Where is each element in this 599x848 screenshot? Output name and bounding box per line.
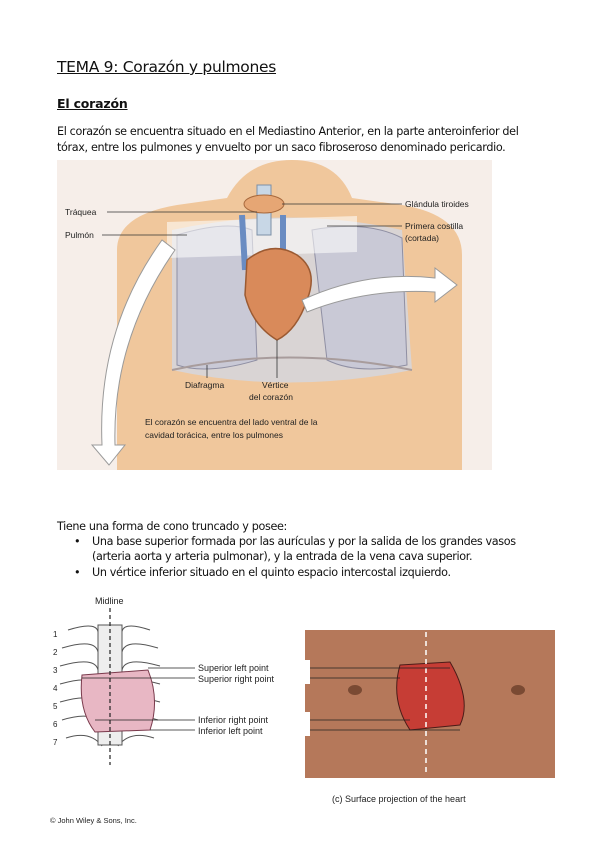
label-thyroid: Glándula tiroides xyxy=(405,199,469,209)
rib-number: 4 xyxy=(53,684,58,693)
label-lung: Pulmón xyxy=(65,230,94,240)
list-item: • Una base superior formada por las aurí… xyxy=(57,534,527,565)
figure1-caption-line1: El corazón se encuentra del lado ventral… xyxy=(145,417,318,427)
figure1-caption-line2: cavidad torácica, entre los pulmones xyxy=(145,430,283,440)
rib-number: 1 xyxy=(53,630,58,639)
intro-paragraph: El corazón se encuentra situado en el Me… xyxy=(57,125,519,154)
rib-number: 2 xyxy=(53,648,58,657)
label-superior-left-point: Superior left point xyxy=(198,663,269,673)
label-diaphragm: Diafragma xyxy=(185,380,224,390)
list-item-text: Una base superior formada por las aurícu… xyxy=(92,535,516,564)
shape-intro: Tiene una forma de cono truncado y posee… xyxy=(57,520,287,533)
label-first-rib-note: (cortada) xyxy=(405,233,439,243)
label-inferior-left-point: Inferior left point xyxy=(198,726,263,736)
page-title: TEMA 9: Corazón y pulmones xyxy=(57,58,277,76)
list-item-text: Un vértice inferior situado en el quinto… xyxy=(92,565,451,579)
rib-number: 3 xyxy=(53,666,58,675)
bullet-marker: • xyxy=(74,565,81,579)
rib-number: 5 xyxy=(53,702,58,711)
label-apex-line1: Vértice xyxy=(262,380,289,390)
rib-number: 6 xyxy=(53,720,58,729)
copyright-note: © John Wiley & Sons, Inc. xyxy=(50,816,137,825)
bullet-marker: • xyxy=(74,535,81,548)
label-apex-line2: del corazón xyxy=(249,392,293,402)
label-inferior-right-point: Inferior right point xyxy=(198,715,269,725)
section-heading: El corazón xyxy=(57,96,128,111)
label-superior-right-point: Superior right point xyxy=(198,674,275,684)
thorax-illustration: Tráquea Pulmón Glándula tiroides Primera… xyxy=(57,160,492,470)
label-first-rib: Primera costilla xyxy=(405,221,463,231)
midline-label: Midline xyxy=(95,596,124,606)
surface-projection-figure: Midline 1 2 3 4 5 6 7 Superior left poin… xyxy=(50,596,555,825)
rib-number: 7 xyxy=(53,738,58,747)
feature-list: • Una base superior formada por las aurí… xyxy=(57,534,527,580)
figure2-caption: (c) Surface projection of the heart xyxy=(332,794,466,804)
label-trachea: Tráquea xyxy=(65,207,97,217)
list-item: • Un vértice inferior situado en el quin… xyxy=(57,565,527,580)
